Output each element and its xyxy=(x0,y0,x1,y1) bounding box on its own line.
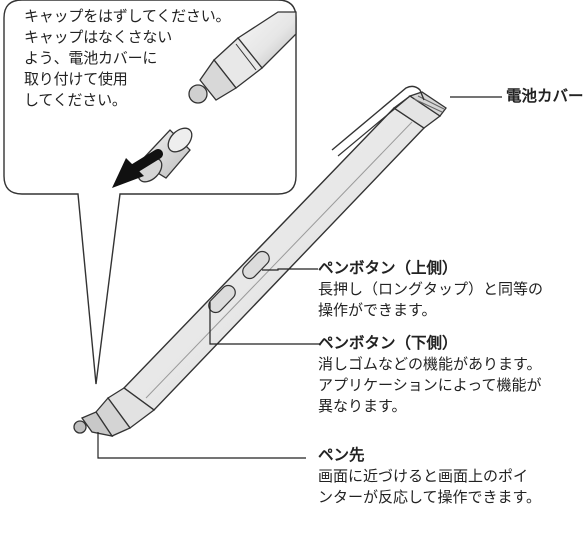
label-title: ペンボタン（上側） xyxy=(318,259,458,277)
leader-lower-button xyxy=(209,302,320,345)
leader-pen-tip xyxy=(97,432,306,459)
label-title: ペン先 xyxy=(318,446,365,464)
label-pen-button-upper: ペンボタン（上側） 長押し（ロングタップ）と同等の 操作ができます。 xyxy=(318,258,543,321)
leader-lines xyxy=(97,96,502,459)
label-title: ペンボタン（下側） xyxy=(318,334,458,352)
label-desc-line: 長押し（ロングタップ）と同等の xyxy=(318,280,544,298)
callout-line: 取り付けて使用 xyxy=(24,70,128,88)
pen-tip-illustration xyxy=(188,11,297,104)
callout-line: キャップはなくさない xyxy=(24,28,173,46)
label-desc-line: ンターが反応して操作できます。 xyxy=(318,488,542,506)
label-desc-line: 異なります。 xyxy=(318,397,407,415)
label-pen-tip: ペン先 画面に近づけると画面上のポイ ンターが反応して操作できます。 xyxy=(318,445,541,508)
callout-line: してください。 xyxy=(24,91,127,109)
label-battery-cover: 電池カバー xyxy=(506,87,584,105)
callout-line: キャップをはずしてください。 xyxy=(24,7,231,25)
callout-text: キャップをはずしてください。 キャップはなくさない よう、電池カバーに 取り付け… xyxy=(24,6,231,111)
leader-upper-button xyxy=(262,268,318,271)
callout-line: よう、電池カバーに xyxy=(24,49,158,67)
cap-illustration xyxy=(137,127,193,183)
label-desc-line: 画面に近づけると画面上のポイ xyxy=(318,467,529,485)
label-desc-line: 操作ができます。 xyxy=(318,301,437,319)
remove-direction-arrow xyxy=(112,149,163,188)
stylus-pen xyxy=(73,85,447,437)
label-desc-line: アプリケーションによって機能が xyxy=(318,376,542,394)
label-pen-button-lower: ペンボタン（下側） 消しゴムなどの機能があります。 アプリケーションによって機能… xyxy=(318,333,542,417)
label-desc-line: 消しゴムなどの機能があります。 xyxy=(318,355,542,373)
